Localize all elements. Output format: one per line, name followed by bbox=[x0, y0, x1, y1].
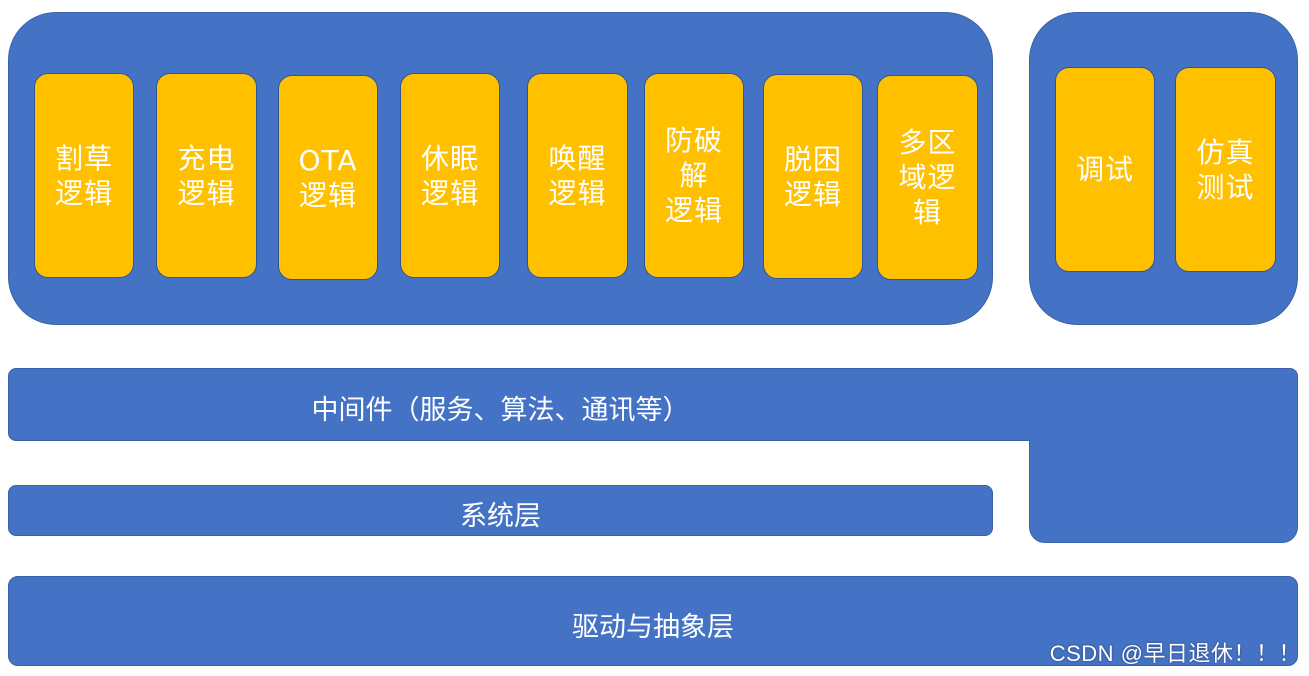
driver-label: 驱动与抽象层 bbox=[572, 612, 734, 643]
watermark-text: CSDN @早日退休！！！ bbox=[1049, 641, 1301, 666]
module-escape-logic: 脱困 逻辑 bbox=[763, 74, 863, 279]
module-ota-logic: OTA 逻辑 bbox=[278, 75, 378, 280]
driver-layer bbox=[8, 576, 1298, 666]
module-label: 割草 逻辑 bbox=[54, 141, 113, 210]
module-debug: 调试 bbox=[1055, 67, 1155, 272]
module-mowing-logic: 割草 逻辑 bbox=[34, 73, 134, 278]
system-layer bbox=[8, 485, 993, 536]
module-label: 脱困 逻辑 bbox=[783, 142, 842, 211]
middleware-joint bbox=[1030, 430, 1297, 460]
module-label: OTA 逻辑 bbox=[298, 143, 358, 212]
system-label: 系统层 bbox=[460, 501, 541, 532]
module-sleep-logic: 休眠 逻辑 bbox=[400, 73, 500, 278]
module-multi-zone-logic: 多区 域逻 辑 bbox=[877, 75, 978, 280]
module-label: 仿真 测试 bbox=[1196, 135, 1255, 204]
module-anti-crack-logic: 防破 解 逻辑 bbox=[644, 73, 744, 278]
module-label: 充电 逻辑 bbox=[177, 141, 236, 210]
module-label: 多区 域逻 辑 bbox=[898, 126, 957, 229]
module-wakeup-logic: 唤醒 逻辑 bbox=[527, 73, 628, 278]
middleware-layer bbox=[8, 368, 1298, 441]
module-simulation-test: 仿真 测试 bbox=[1175, 67, 1276, 272]
middleware-label: 中间件（服务、算法、通讯等） bbox=[311, 395, 690, 426]
module-label: 唤醒 逻辑 bbox=[548, 141, 607, 210]
module-label: 休眠 逻辑 bbox=[420, 141, 479, 210]
module-label: 防破 解 逻辑 bbox=[664, 124, 723, 227]
module-label: 调试 bbox=[1075, 153, 1134, 186]
module-charging-logic: 充电 逻辑 bbox=[156, 73, 257, 278]
